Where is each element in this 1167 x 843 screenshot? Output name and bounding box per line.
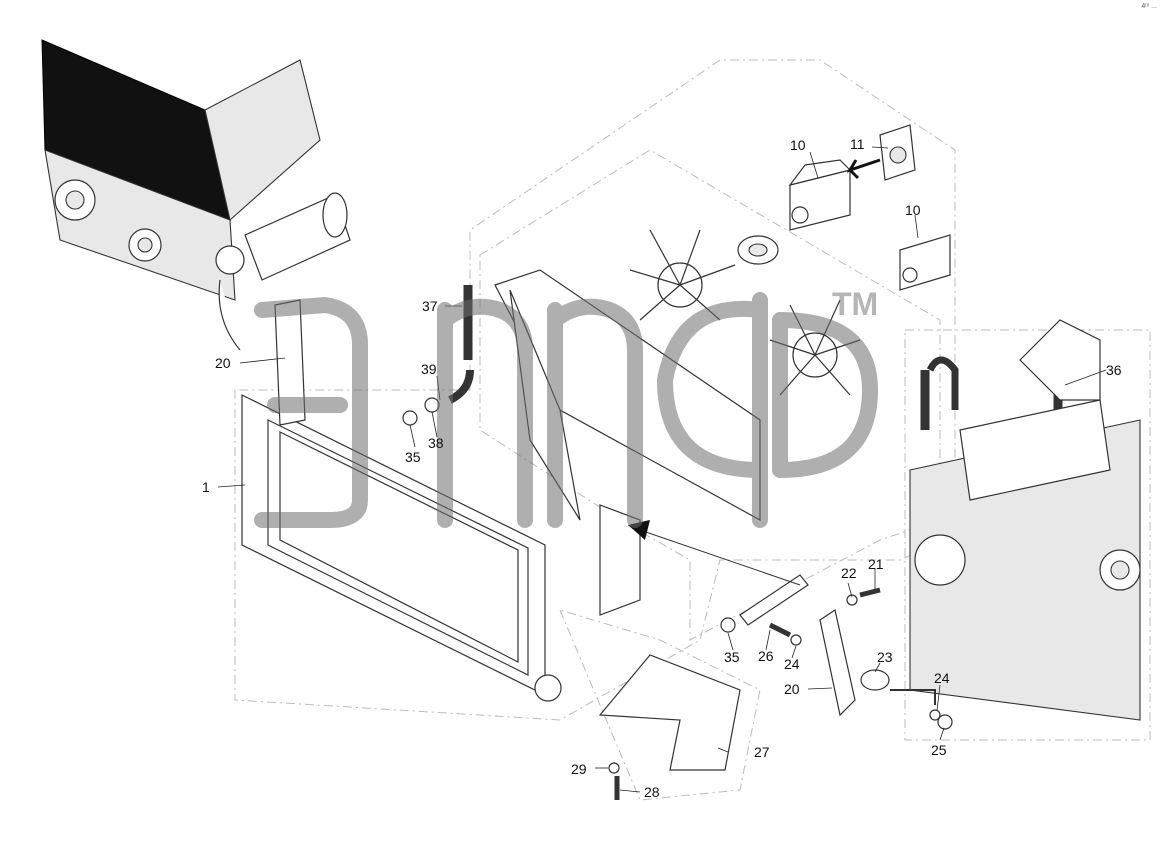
callout-24-b: 24 bbox=[934, 670, 950, 686]
callout-38: 38 bbox=[428, 435, 444, 451]
engine-assembly-right bbox=[909, 319, 1141, 721]
callout-35-right: 35 bbox=[724, 649, 740, 665]
outer-group-outline bbox=[234, 59, 956, 721]
callout-24-a: 24 bbox=[784, 656, 800, 672]
callout-10-lower: 10 bbox=[905, 202, 921, 218]
tube-assembly bbox=[739, 574, 809, 626]
callout-36: 36 bbox=[1106, 362, 1122, 378]
callout-39: 39 bbox=[421, 361, 437, 377]
bracket-20-right bbox=[819, 609, 856, 717]
assembly-arrow-main bbox=[639, 529, 801, 586]
nut-25 bbox=[937, 714, 953, 730]
guard-27 bbox=[598, 654, 741, 771]
corner-mark: 4ᵐ ... bbox=[1141, 3, 1157, 10]
watermark-logo bbox=[254, 292, 878, 528]
fitting-35 bbox=[720, 617, 736, 633]
callout-11: 11 bbox=[850, 136, 865, 152]
bolt-21 bbox=[859, 587, 881, 598]
callout-35-left: 35 bbox=[405, 449, 421, 465]
hydraulic-pump-upper bbox=[788, 159, 852, 231]
callout-20-right: 20 bbox=[784, 681, 800, 697]
callout-37: 37 bbox=[422, 298, 438, 314]
fitting-35-left bbox=[402, 410, 418, 426]
cooling-fan-1 bbox=[629, 229, 736, 321]
assembly-arrow-11 bbox=[846, 158, 881, 180]
callout-21: 21 bbox=[868, 556, 884, 572]
callout-1: 1 bbox=[202, 479, 210, 495]
radiator-frame bbox=[241, 394, 641, 702]
bolt-26 bbox=[768, 622, 792, 638]
watermark-trademark: TM bbox=[832, 286, 879, 322]
hydraulic-pump-lower bbox=[899, 234, 951, 291]
elbow-39 bbox=[448, 369, 474, 404]
pulley bbox=[737, 235, 779, 265]
washer-22 bbox=[846, 594, 858, 606]
callout-23: 23 bbox=[877, 649, 893, 665]
callout-22: 22 bbox=[841, 565, 857, 581]
washer-24 bbox=[790, 634, 802, 646]
washer-29 bbox=[608, 762, 620, 774]
hose-right bbox=[926, 356, 959, 410]
callout-20-left: 20 bbox=[215, 355, 231, 371]
callout-25: 25 bbox=[931, 742, 947, 758]
callout-10-upper: 10 bbox=[790, 137, 806, 153]
callout-28: 28 bbox=[644, 784, 660, 800]
cooling-fan-2 bbox=[769, 299, 861, 396]
washer-24-lower bbox=[929, 709, 941, 721]
callout-leaders bbox=[217, 146, 1107, 793]
engine-assembly-top-left bbox=[41, 39, 351, 351]
bushing-23 bbox=[860, 669, 890, 691]
pump-bracket bbox=[879, 124, 916, 181]
guard-outline bbox=[559, 609, 761, 801]
callout-26: 26 bbox=[758, 648, 774, 664]
callout-29: 29 bbox=[571, 761, 587, 777]
right-engine-outline bbox=[904, 329, 1151, 741]
callout-27: 27 bbox=[754, 744, 770, 760]
rod-23 bbox=[890, 689, 936, 705]
fitting-38 bbox=[424, 397, 440, 413]
